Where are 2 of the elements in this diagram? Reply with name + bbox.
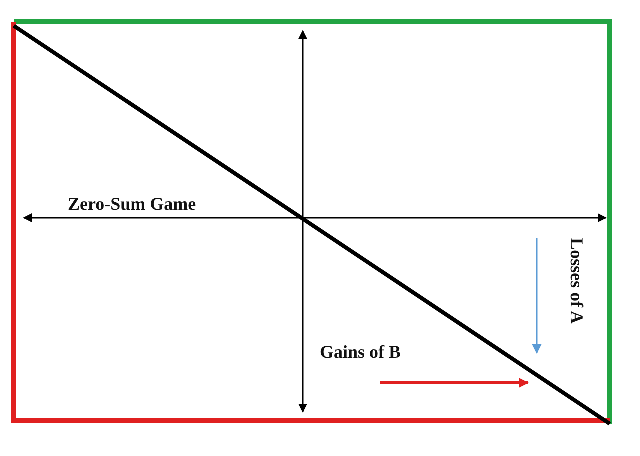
axis-label: Losses of A <box>566 238 586 324</box>
axis-label: Gains of B <box>320 343 402 363</box>
